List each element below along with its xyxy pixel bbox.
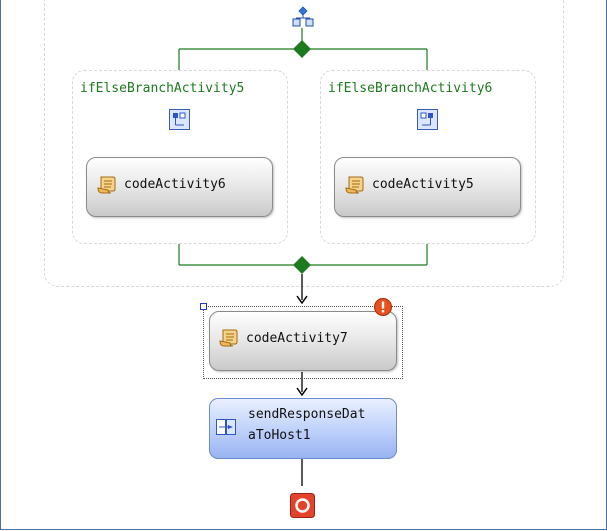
- branch-title-left: ifElseBranchActivity5: [80, 81, 245, 96]
- send-response-activity[interactable]: [209, 398, 397, 459]
- code-activity-selected-label: codeActivity7: [246, 331, 348, 346]
- code-activity-selected[interactable]: [209, 311, 397, 371]
- code-activity-scroll-icon: [219, 329, 238, 347]
- merge-diamond: [293, 256, 311, 274]
- fork-diamond: [293, 40, 311, 58]
- send-response-label: sendResponseDat aToHost1: [248, 407, 366, 443]
- arrow-to-codeActivity7: [296, 295, 308, 305]
- ifelse-activity-container[interactable]: [44, 0, 564, 287]
- branch-else-icon: [417, 109, 438, 130]
- code-activity-scroll-icon: [97, 176, 116, 194]
- code-activity-scroll-icon: [345, 176, 364, 194]
- ifelse-start-icon: [292, 6, 314, 27]
- code-activity-right[interactable]: [334, 157, 521, 217]
- code-activity-left-label: codeActivity6: [124, 177, 226, 192]
- branch-condition-icon: [169, 109, 190, 130]
- selection-rectangle: [203, 306, 403, 379]
- selection-handle[interactable]: [200, 303, 207, 310]
- code-activity-right-label: codeActivity5: [372, 177, 474, 192]
- branch-title-right: ifElseBranchActivity6: [328, 81, 493, 96]
- code-activity-left[interactable]: [86, 157, 273, 217]
- workflow-end-icon: [290, 493, 315, 518]
- send-response-icon: [216, 419, 236, 435]
- error-badge-icon[interactable]: [373, 297, 393, 317]
- arrow-to-send: [296, 387, 308, 397]
